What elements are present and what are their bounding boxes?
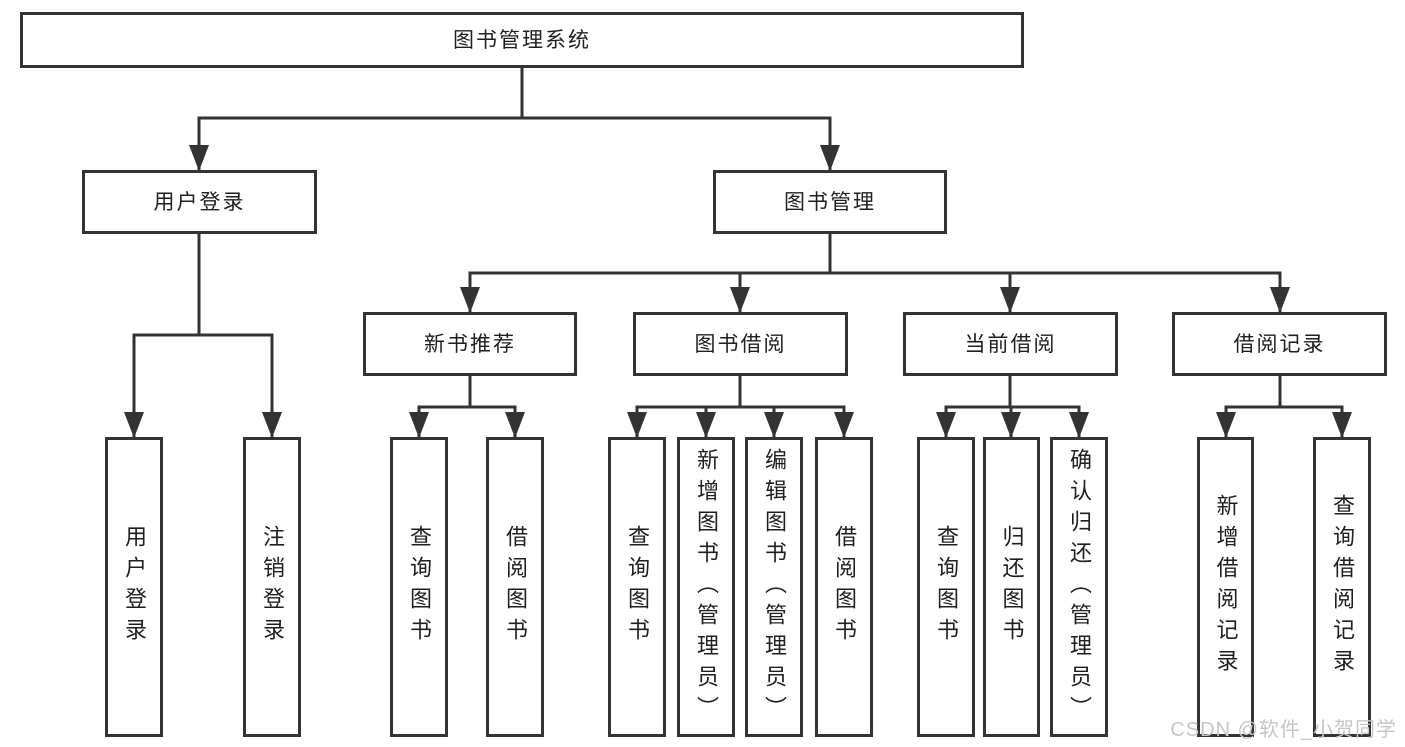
leaf-user-login: 用户登录 — [105, 437, 163, 737]
leaf-borrow-book-1: 借阅图书 — [486, 437, 544, 737]
node-label: 图书管理系统 — [453, 28, 591, 52]
node-borrow-records: 借阅记录 — [1172, 312, 1387, 376]
leaf-add-book-admin: 新增图书（管理员） — [677, 437, 735, 737]
node-root: 图书管理系统 — [20, 12, 1024, 68]
node-new-book-recommend: 新书推荐 — [363, 312, 577, 376]
node-label: 编辑图书（管理员） — [762, 447, 787, 727]
leaf-logout: 注销登录 — [243, 437, 301, 737]
node-label: 用户登录 — [122, 525, 147, 649]
leaf-query-book-1: 查询图书 — [390, 437, 448, 737]
node-label: 新书推荐 — [424, 332, 516, 356]
connector — [132, 66, 1344, 409]
leaf-borrow-book-2: 借阅图书 — [815, 437, 873, 737]
node-label: 注销登录 — [260, 525, 285, 649]
leaf-add-borrow-record: 新增借阅记录 — [1197, 437, 1254, 737]
csdn-watermark: CSDN @软件_小贺同学 — [1170, 719, 1397, 741]
node-label: 用户登录 — [153, 190, 246, 214]
node-user-login: 用户登录 — [82, 170, 317, 234]
node-book-borrow: 图书借阅 — [633, 312, 848, 376]
node-label: 归还图书 — [999, 525, 1025, 649]
leaf-edit-book-admin: 编辑图书（管理员） — [745, 437, 803, 737]
node-label: 新增借阅记录 — [1213, 494, 1239, 680]
node-book-management: 图书管理 — [713, 170, 947, 234]
node-label: 查询借阅记录 — [1330, 494, 1355, 680]
node-label: 确认归还（管理员） — [1067, 447, 1092, 727]
node-label: 查询图书 — [934, 525, 959, 649]
node-label: 借阅图书 — [832, 525, 857, 649]
leaf-confirm-return-admin: 确认归还（管理员） — [1050, 437, 1108, 737]
node-label: 图书借阅 — [694, 332, 787, 356]
node-label: 当前借阅 — [964, 332, 1057, 356]
node-label: 借阅图书 — [503, 525, 528, 649]
leaf-query-book-2: 查询图书 — [608, 437, 666, 737]
leaf-query-borrow-record: 查询借阅记录 — [1313, 437, 1371, 737]
node-label: 借阅记录 — [1233, 332, 1326, 356]
node-label: 新增图书（管理员） — [694, 447, 719, 727]
node-label: 图书管理 — [784, 190, 876, 214]
node-label: 查询图书 — [407, 525, 432, 649]
leaf-query-book-3: 查询图书 — [917, 437, 975, 737]
leaf-return-book: 归还图书 — [983, 437, 1040, 737]
node-current-borrow: 当前借阅 — [903, 312, 1118, 376]
node-label: 查询图书 — [625, 525, 650, 649]
